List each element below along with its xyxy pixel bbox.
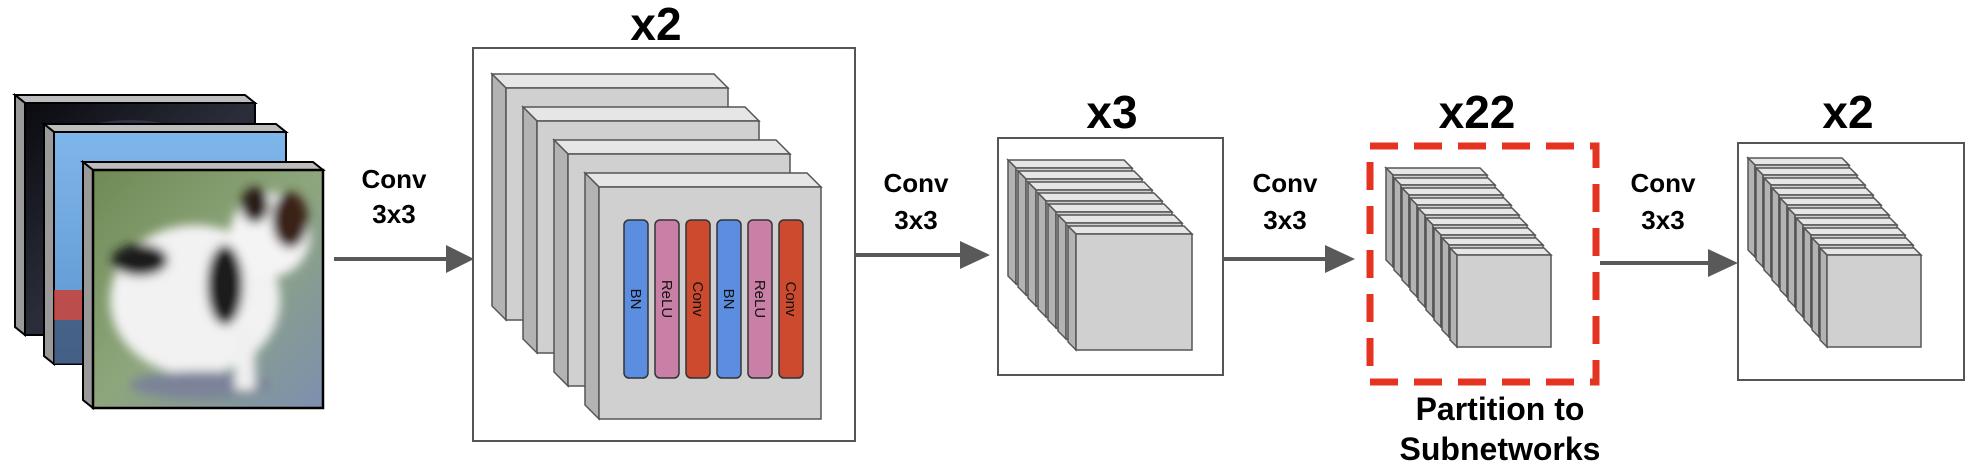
bn-label-1: BN — [627, 289, 644, 310]
conv-layer-1 — [685, 219, 711, 379]
conv-label-1: Conv — [362, 164, 428, 194]
conv-arrow-4: Conv 3x3 — [1600, 168, 1738, 277]
kernel-label-2: 3x3 — [894, 205, 937, 235]
dog-image — [80, 159, 326, 411]
stage-3-multiplier: x22 — [1439, 86, 1516, 138]
stage-3-feature-planes — [1384, 166, 1553, 349]
relu-label-2: ReLU — [751, 280, 768, 318]
partition-label-line2: Subnetworks — [1400, 431, 1601, 467]
bn-label-2: BN — [720, 289, 737, 310]
stage-2-multiplier: x3 — [1086, 86, 1137, 138]
bn-layer-2 — [716, 219, 742, 379]
conv-label-4: Conv — [1631, 168, 1697, 198]
residual-block-layers: BN ReLU Conv BN ReLU Conv — [623, 219, 804, 379]
stage-4: x2 — [1737, 86, 1965, 381]
conv-label-2: Conv — [884, 168, 950, 198]
conv-label-block-1: Conv — [689, 281, 706, 317]
stage-4-multiplier: x2 — [1822, 86, 1873, 138]
kernel-label-3: 3x3 — [1263, 205, 1306, 235]
stage-2: x3 — [997, 86, 1224, 376]
kernel-label-4: 3x3 — [1641, 205, 1684, 235]
partition-highlight-box — [1366, 142, 1600, 386]
kernel-label-1: 3x3 — [372, 199, 415, 229]
partition-label-line1: Partition to — [1416, 391, 1585, 427]
relu-layer-1 — [654, 219, 680, 379]
conv-label-3: Conv — [1253, 168, 1319, 198]
conv-label-block-2: Conv — [782, 281, 799, 317]
stage4-planes-plane-10 — [1818, 246, 1923, 349]
conv-arrow-2: Conv 3x3 — [855, 168, 990, 269]
relu-label-1: ReLU — [658, 280, 675, 318]
relu-layer-2 — [747, 219, 773, 379]
conv-arrow-1: Conv 3x3 — [334, 164, 474, 273]
input-image-stack — [12, 92, 326, 411]
stage2-planes-plane-7 — [1066, 224, 1194, 352]
stage-2-feature-planes — [1006, 158, 1194, 352]
stage-1-multiplier: x2 — [630, 0, 681, 50]
bn-layer-1 — [623, 219, 649, 379]
stage-3: x22 Partition to Subnetworks — [1366, 86, 1601, 467]
stage-4-feature-planes — [1746, 156, 1923, 349]
stage3-planes-plane-9 — [1448, 246, 1553, 349]
conv-arrow-3: Conv 3x3 — [1223, 168, 1355, 273]
conv-layer-2 — [778, 219, 804, 379]
stage-1: x2 BN ReLU Conv BN ReLU Conv — [472, 0, 856, 442]
